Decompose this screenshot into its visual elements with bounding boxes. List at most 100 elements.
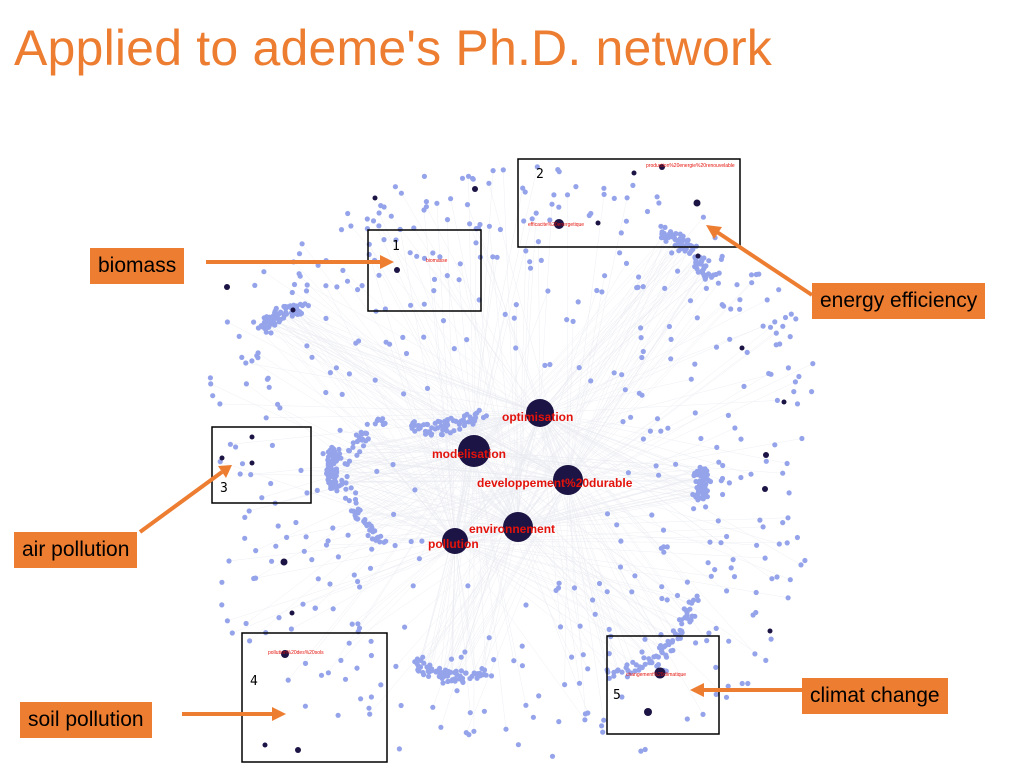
network-node bbox=[696, 481, 703, 487]
network-node bbox=[272, 308, 278, 314]
network-node bbox=[611, 370, 617, 376]
network-node bbox=[348, 485, 354, 491]
network-node bbox=[237, 471, 243, 477]
network-node bbox=[757, 517, 763, 523]
network-node bbox=[353, 515, 359, 521]
network-node bbox=[653, 463, 659, 469]
network-node bbox=[304, 490, 310, 496]
network-node bbox=[467, 675, 473, 682]
network-node bbox=[431, 276, 438, 282]
network-node bbox=[737, 297, 743, 303]
network-node bbox=[303, 288, 310, 294]
network-node bbox=[695, 269, 701, 275]
network-node bbox=[233, 444, 239, 450]
network-node bbox=[246, 508, 252, 514]
network-node bbox=[536, 693, 542, 699]
network-node bbox=[421, 334, 427, 340]
network-node bbox=[638, 748, 644, 754]
network-node bbox=[676, 617, 683, 623]
hub-label-modelisation: modelisation bbox=[432, 447, 506, 461]
network-node bbox=[658, 223, 664, 229]
network-node bbox=[336, 451, 343, 457]
network-node bbox=[396, 746, 402, 752]
tiny-label-biomasse: biomasse bbox=[426, 258, 448, 264]
network-node bbox=[784, 460, 790, 467]
network-node bbox=[713, 664, 719, 671]
network-node bbox=[249, 358, 255, 364]
network-node bbox=[760, 524, 766, 530]
network-node bbox=[325, 454, 332, 460]
network-node bbox=[513, 302, 519, 308]
network-node bbox=[664, 597, 670, 603]
network-node-dark bbox=[394, 267, 400, 273]
network-node bbox=[239, 354, 245, 360]
hub-label-developpement: developpement%20durable bbox=[477, 476, 633, 490]
network-node bbox=[304, 343, 310, 349]
network-node bbox=[670, 233, 676, 239]
network-node bbox=[350, 444, 356, 450]
network-node bbox=[467, 414, 473, 420]
network-node bbox=[762, 555, 768, 561]
network-node bbox=[323, 542, 330, 548]
network-node bbox=[654, 194, 660, 200]
network-node bbox=[224, 618, 230, 624]
network-node-dark bbox=[249, 460, 255, 466]
network-node bbox=[370, 218, 377, 224]
network-node bbox=[669, 250, 675, 256]
network-node-dark bbox=[472, 186, 478, 192]
network-node bbox=[358, 696, 364, 702]
network-node bbox=[431, 288, 437, 294]
network-node bbox=[486, 180, 492, 186]
network-node bbox=[688, 376, 694, 382]
network-node bbox=[346, 498, 352, 504]
network-node bbox=[511, 315, 517, 321]
network-node bbox=[660, 527, 667, 533]
network-node-dark bbox=[739, 345, 745, 351]
network-node bbox=[445, 422, 451, 428]
network-node bbox=[642, 636, 648, 642]
network-node bbox=[547, 217, 553, 223]
network-node bbox=[273, 543, 279, 549]
network-node bbox=[666, 641, 672, 648]
network-node bbox=[262, 325, 268, 331]
network-node bbox=[335, 712, 341, 718]
network-node bbox=[335, 483, 341, 489]
network-node bbox=[329, 444, 335, 450]
network-node bbox=[611, 669, 617, 675]
network-node bbox=[577, 623, 583, 629]
network-node bbox=[769, 576, 775, 582]
network-node bbox=[457, 261, 463, 267]
network-node bbox=[582, 717, 588, 723]
network-node bbox=[408, 302, 414, 308]
network-node bbox=[745, 680, 751, 687]
network-node bbox=[556, 204, 562, 210]
network-node bbox=[398, 702, 404, 709]
network-node bbox=[737, 306, 743, 312]
network-node bbox=[618, 538, 624, 544]
network-node bbox=[366, 705, 372, 711]
network-node bbox=[421, 255, 428, 261]
network-node bbox=[440, 318, 447, 324]
network-node bbox=[330, 525, 336, 531]
network-node bbox=[702, 483, 708, 489]
network-node bbox=[662, 235, 668, 241]
network-node bbox=[458, 654, 464, 660]
network-node bbox=[788, 311, 794, 317]
network-node bbox=[601, 717, 607, 723]
network-node bbox=[780, 520, 786, 526]
network-node bbox=[465, 173, 472, 179]
network-node bbox=[428, 432, 434, 438]
network-node bbox=[293, 519, 299, 526]
network-node bbox=[289, 289, 295, 296]
network-node bbox=[693, 258, 699, 264]
network-node bbox=[530, 714, 537, 720]
network-node bbox=[424, 429, 430, 435]
network-node bbox=[323, 283, 329, 289]
network-node bbox=[624, 674, 631, 680]
network-node bbox=[601, 191, 607, 197]
network-node bbox=[712, 567, 718, 573]
network-node bbox=[298, 467, 304, 473]
network-node bbox=[624, 195, 630, 201]
network-node bbox=[695, 597, 701, 604]
network-node bbox=[760, 323, 766, 329]
